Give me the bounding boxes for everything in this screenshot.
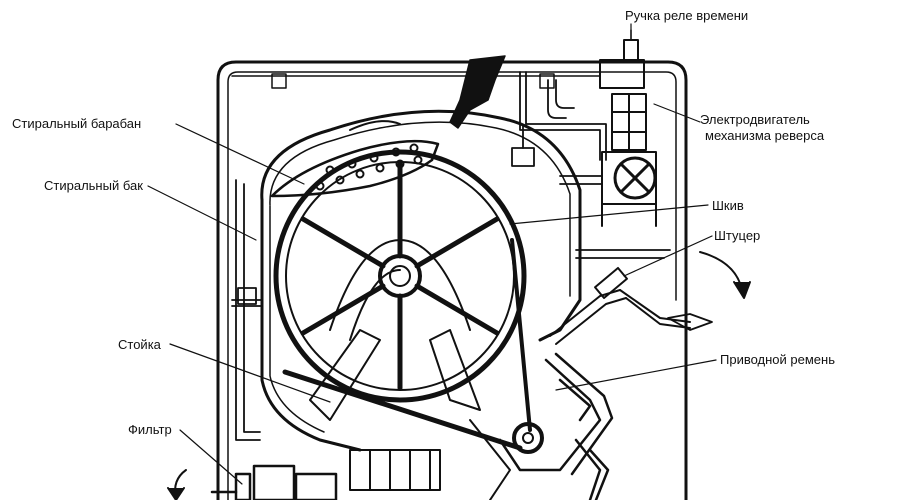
label-motor: Электродвигатель (700, 112, 810, 127)
flow-arrows (167, 251, 751, 500)
pulley-wheel (273, 149, 527, 403)
leader-filter (179, 429, 243, 485)
label-tank: Стиральный бак (44, 178, 143, 193)
label-strut: Стойка (118, 337, 161, 352)
leader-fitting (623, 235, 713, 277)
label-timer-knob: Ручка реле времени (625, 8, 749, 23)
drive-belt (282, 238, 532, 451)
leader-tank (147, 185, 257, 241)
side-rails (231, 179, 671, 441)
reverse-motor (559, 59, 657, 227)
leader-strut (169, 343, 331, 403)
leader-drum (175, 123, 305, 185)
washing-tank (260, 109, 582, 452)
lid-cutaway (449, 55, 506, 129)
label-fitting: Штуцер (714, 228, 761, 243)
filter-assembly (210, 464, 338, 500)
fitting (549, 266, 713, 345)
label-belt: Приводной ремень (720, 352, 835, 367)
leader-motor (653, 103, 701, 123)
label-drum: Стиральный барабан (12, 116, 142, 131)
leader-belt (555, 359, 717, 391)
motor-pulley (512, 422, 544, 454)
leader-pulley (509, 204, 709, 225)
drum-mechanism (309, 239, 481, 491)
label-pulley: Шкив (712, 198, 744, 213)
top-piping (511, 71, 607, 167)
motor-bracket (469, 352, 614, 500)
label-motor-line2: механизма реверса (705, 128, 825, 143)
cabinet (216, 60, 688, 500)
label-filter: Фильтр (128, 422, 172, 437)
leader-lines (147, 23, 717, 485)
